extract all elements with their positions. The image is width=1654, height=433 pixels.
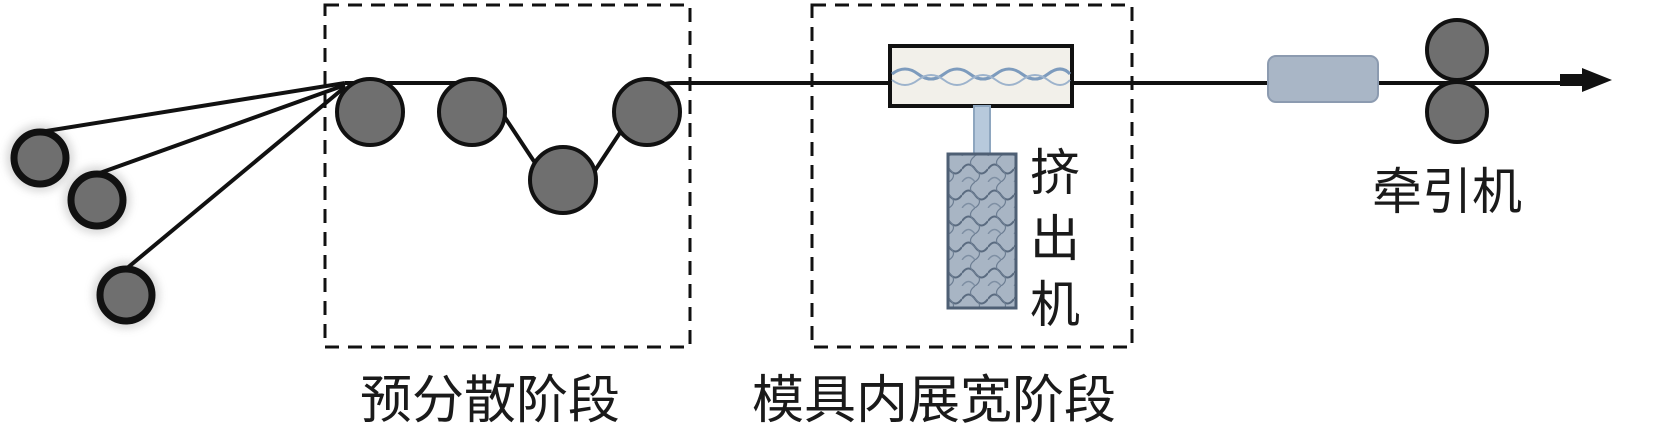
puller-roller-bottom	[1425, 80, 1489, 144]
pre-dispersion-stage-box	[323, 3, 692, 349]
fiber-strand-2	[96, 83, 346, 176]
extruder	[946, 152, 1018, 310]
dispersion-roller-3	[528, 145, 598, 215]
die-spreading-stage-label: 模具内展宽阶段	[752, 371, 1117, 431]
dispersion-roller-1	[335, 77, 405, 147]
creel-spool-2	[63, 166, 131, 234]
cooling-unit	[1267, 55, 1379, 103]
fiber-strand-3	[124, 85, 347, 271]
dispersion-roller-2	[437, 77, 507, 147]
arrow-right-icon	[1560, 68, 1612, 92]
puller-label: 牵引机	[1372, 163, 1522, 221]
extruder-label: 挤出机	[1030, 144, 1080, 334]
creel-spool-1	[6, 124, 74, 192]
creel-spool-3	[92, 261, 160, 329]
melt-feed-pipe	[973, 105, 991, 157]
die-spreading-stage-box	[810, 3, 1134, 349]
fiber-strand-1	[39, 81, 346, 134]
impregnation-die	[888, 44, 1074, 108]
dispersion-roller-4	[612, 77, 682, 147]
pre-dispersion-stage-label: 预分散阶段	[360, 371, 621, 431]
puller-roller-top	[1425, 18, 1489, 82]
